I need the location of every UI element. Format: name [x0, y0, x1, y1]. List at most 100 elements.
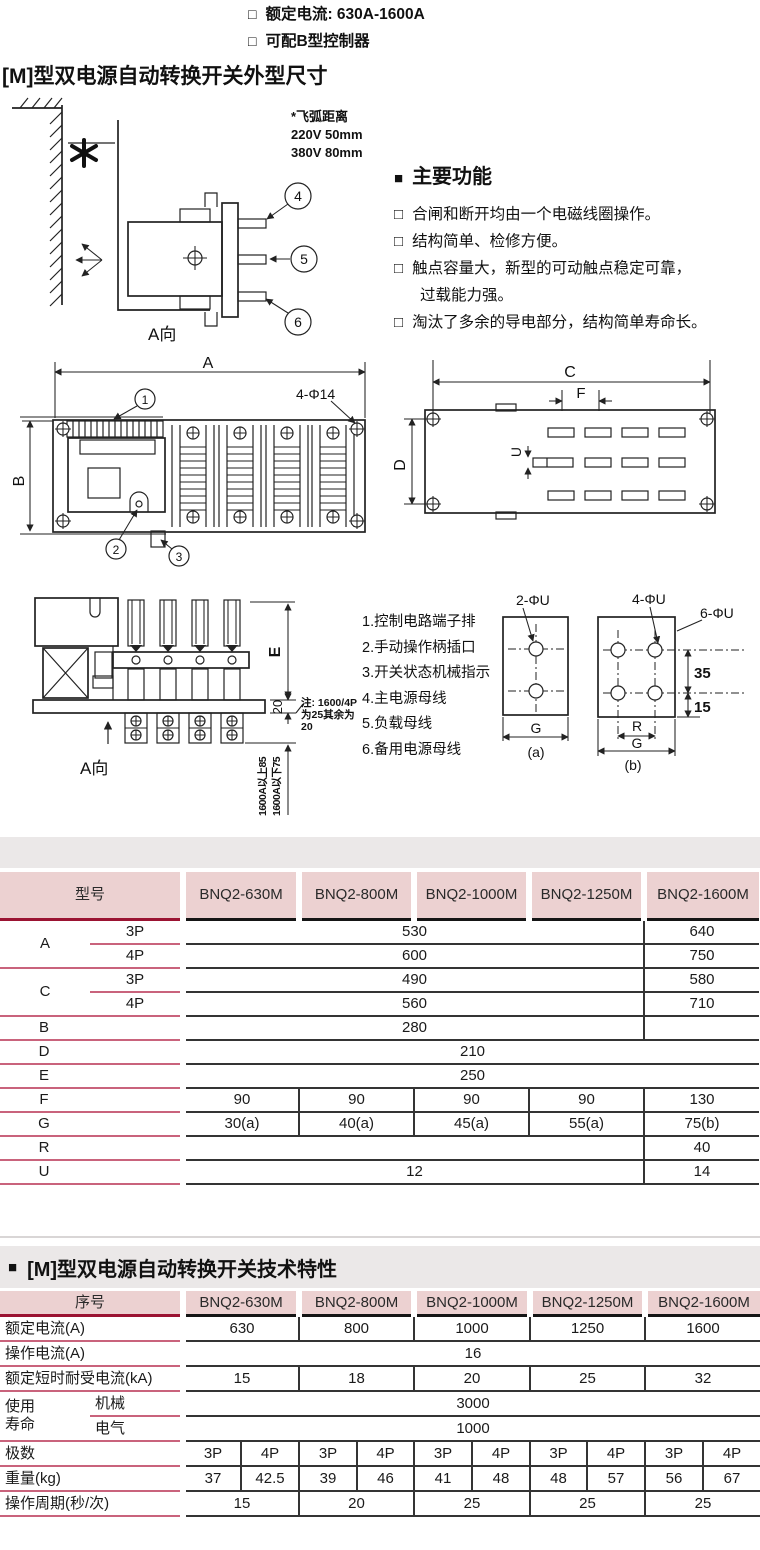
row-label: R: [0, 1136, 184, 1161]
table-row: 使用寿命 机械 3000: [0, 1391, 760, 1442]
cell: 1250: [529, 1315, 646, 1342]
mechanism-blocks: [34, 597, 119, 700]
cell: 25: [529, 1366, 646, 1392]
cell: 40(a): [298, 1112, 415, 1137]
table-row: 操作周期(秒/次) 15 20 25 25 25: [0, 1491, 760, 1517]
cell: 25: [413, 1491, 531, 1517]
legend-item: 3.开关状态机械指示: [362, 665, 491, 681]
dim-e-label: E: [267, 646, 284, 657]
feature-item: □ 额定电流: 630A-1600A: [248, 2, 425, 23]
checkbox-icon: □: [394, 260, 404, 277]
model-header: BNQ2-800M: [296, 872, 415, 921]
cell: 630: [180, 1315, 300, 1342]
dim-e: E: [250, 601, 295, 699]
dimension-table: 型号 BNQ2-630M BNQ2-800M BNQ2-1000M BNQ2-1…: [0, 872, 760, 1185]
row-label: 重量(kg): [0, 1466, 184, 1492]
function-item: □合闸和断开均由一个电磁线圈操作。: [394, 206, 661, 223]
view-a-label: A向: [80, 759, 108, 778]
checkbox-icon: □: [248, 6, 257, 22]
cell: 57: [586, 1466, 646, 1492]
pattern-a-dim-g: G: [531, 720, 542, 736]
pattern-a-caption: (a): [527, 744, 544, 760]
table-row: 4P 560 710: [0, 992, 760, 1017]
sub-label: 机械: [90, 1391, 184, 1417]
mounting-holes: [55, 421, 365, 529]
cell: 75(b): [643, 1112, 760, 1137]
table-row: A 3P 530 640: [0, 919, 760, 969]
cell: 67: [702, 1466, 760, 1492]
callout-legend: 1.控制电路端子排 2.手动操作柄插口 3.开关状态机械指示 4.主电源母线 5…: [362, 610, 490, 763]
cell: 4P: [356, 1441, 415, 1467]
cell: [643, 1016, 760, 1041]
row-label: 操作周期(秒/次): [0, 1491, 184, 1517]
cell: 20: [413, 1366, 531, 1392]
dim-d-label: D: [392, 459, 409, 471]
table-row: 电气 1000: [0, 1416, 760, 1442]
pattern-b-holes4-label: 4-ΦU: [632, 591, 666, 607]
table-row: F 90 90 90 90 130: [0, 1088, 760, 1113]
pattern-b-dim-15: 15: [694, 699, 711, 716]
cell: 1000: [180, 1416, 760, 1442]
row-label: B: [0, 1016, 184, 1041]
callout-2: 2: [105, 509, 138, 560]
cell: 48: [471, 1466, 531, 1492]
cell: 30(a): [180, 1112, 300, 1137]
feature-text: 额定电流: 630A-1600A: [265, 6, 425, 23]
callout-5-number: 5: [300, 251, 308, 267]
pattern-b-dim-35: 35: [694, 665, 711, 682]
cell: 750: [643, 944, 760, 969]
cell: 40: [643, 1136, 760, 1161]
cell: 4P: [702, 1441, 760, 1467]
cell: 3P: [413, 1441, 473, 1467]
row-label: C: [0, 968, 90, 1017]
front-and-top-view-drawing: A B 4-Φ14: [11, 355, 716, 567]
cell: 600: [180, 944, 645, 969]
model-header: BNQ2-1250M: [527, 1291, 646, 1317]
legend-item: 1.控制电路端子排: [362, 614, 476, 630]
table-row: G 30(a) 40(a) 45(a) 55(a) 75(b): [0, 1112, 760, 1137]
table-row: 重量(kg) 37 42.5 39 46 41 48 48 57 56 67: [0, 1466, 760, 1492]
row-label: 额定电流(A): [0, 1315, 184, 1342]
model-header: BNQ2-1600M: [642, 1291, 760, 1317]
legend-item: 4.主电源母线: [362, 690, 447, 707]
row-label: A: [0, 919, 90, 969]
section-band: [0, 837, 760, 868]
row-label: E: [0, 1064, 184, 1089]
cell: 42.5: [240, 1466, 300, 1492]
checkbox-icon: □: [394, 314, 404, 331]
cell: 25: [644, 1491, 760, 1517]
cell: 250: [180, 1064, 760, 1089]
switch-body: [117, 120, 267, 327]
function-item: □触点容量大，新型的可动触点稳定可靠，: [394, 260, 692, 277]
table-row: 操作电流(A) 16: [0, 1341, 760, 1367]
terminal-slots: [532, 427, 686, 501]
table-row: B 280: [0, 1016, 760, 1041]
dimension-note: 注: 1600/4P 为25其余为20: [301, 697, 358, 733]
function-item: □淘汰了多余的导电部分，结构简单寿命长。: [394, 314, 707, 331]
callout-3: 3: [160, 539, 190, 567]
tech-table: 序号 BNQ2-630M BNQ2-800M BNQ2-1000M BNQ2-1…: [0, 1291, 760, 1517]
model-header: BNQ2-1600M: [641, 872, 760, 921]
cell: 210: [180, 1040, 760, 1065]
legend-item: 6.备用电源母线: [362, 741, 462, 758]
pole-screws: [186, 426, 340, 524]
cell: 1000: [413, 1315, 531, 1342]
model-header: BNQ2-630M: [180, 1291, 300, 1317]
svg-text:2: 2: [113, 543, 120, 557]
cell: 4P: [240, 1441, 300, 1467]
arc-arrows: [75, 243, 103, 277]
model-header: BNQ2-630M: [180, 872, 300, 921]
arc-note-line: 380V 80mm: [291, 145, 363, 160]
model-header: BNQ2-1000M: [411, 872, 530, 921]
tech-section-header: ■ [M]型双电源自动转换开关技术特性: [0, 1246, 760, 1288]
cell: 12: [180, 1160, 645, 1185]
dim-stack-height: 1600A以上85 1600A以下75: [245, 742, 296, 816]
cell: 640: [643, 919, 760, 945]
stack-note-2: 1600A以下75: [271, 756, 283, 816]
cell: 90: [180, 1088, 300, 1113]
cell: 14: [643, 1160, 760, 1185]
cell: 1600: [644, 1315, 760, 1342]
table-row: R 40: [0, 1136, 760, 1161]
divider: [0, 1236, 760, 1238]
hole-pattern-b: 4-ΦU 6-ΦU 35 15 R G (b): [597, 591, 745, 773]
